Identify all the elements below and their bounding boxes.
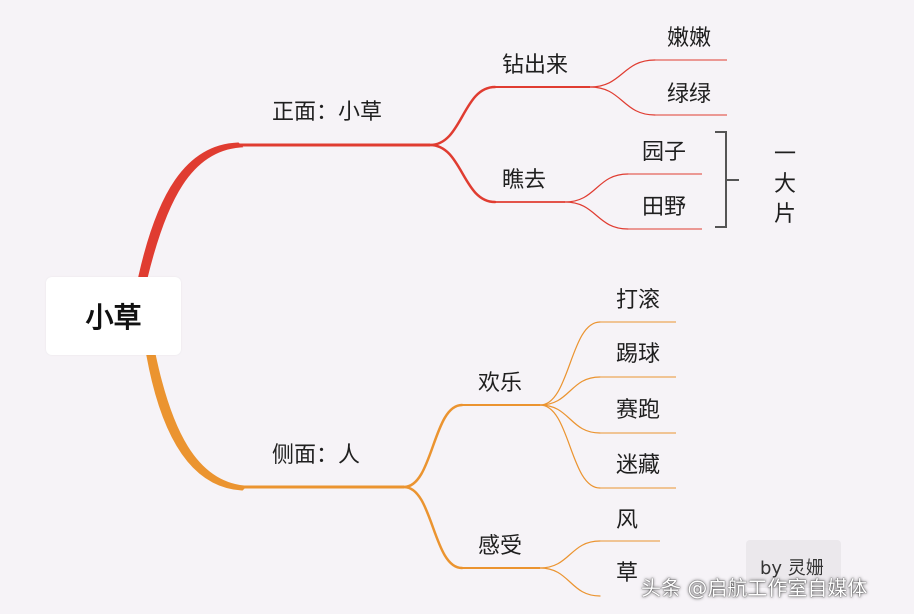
summary-bracket-tick bbox=[727, 179, 739, 181]
edge-root-positive bbox=[138, 142, 244, 280]
leaf-yuanzi[interactable]: 园子 bbox=[642, 140, 687, 165]
edge-zuanchulai-lvlv bbox=[589, 86, 656, 116]
leaf-nennen[interactable]: 嫩嫩 bbox=[667, 26, 712, 51]
leaf-feng[interactable]: 风 bbox=[616, 508, 639, 533]
watermark-text: 头条 @启航工作室自媒体 bbox=[641, 576, 868, 600]
edge-side-ganshou bbox=[402, 485, 464, 570]
root-node-label: 小草 bbox=[85, 301, 142, 334]
node-ganshou[interactable]: 感受 bbox=[478, 534, 523, 559]
leaf-tiqiu[interactable]: 踢球 bbox=[616, 342, 661, 367]
summary-bracket bbox=[715, 131, 727, 228]
edge-side-huanle bbox=[402, 403, 464, 489]
edge-positive-zuanchulai bbox=[428, 85, 497, 147]
edge-root-side bbox=[146, 352, 248, 491]
edge-huanle-saipao bbox=[539, 404, 601, 434]
leaf-dagun[interactable]: 打滚 bbox=[616, 288, 661, 313]
leaf-micang[interactable]: 迷藏 bbox=[616, 453, 661, 478]
edge-huanle-dagun bbox=[539, 321, 601, 406]
edge-ganshou-cao bbox=[539, 567, 601, 597]
credit-box bbox=[746, 540, 841, 588]
node-qiaoqu[interactable]: 瞧去 bbox=[502, 168, 547, 193]
leaf-cao[interactable]: 草 bbox=[616, 561, 639, 586]
root-node[interactable]: 小草 bbox=[46, 277, 181, 355]
edge-zuanchulai-nennen bbox=[589, 59, 656, 88]
branch-side-label[interactable]: 侧面：人 bbox=[272, 443, 361, 468]
edge-qiaoqu-tianye bbox=[564, 201, 629, 230]
edge-positive-qiaoqu bbox=[428, 143, 497, 204]
summary-label[interactable]: 一大片 bbox=[773, 142, 796, 227]
edge-ganshou-feng bbox=[539, 540, 601, 569]
leaf-tianye[interactable]: 田野 bbox=[642, 195, 687, 220]
branch-positive-label[interactable]: 正面：小草 bbox=[272, 100, 383, 125]
edge-huanle-micang bbox=[539, 404, 601, 489]
leaf-lvlv[interactable]: 绿绿 bbox=[667, 82, 712, 107]
node-huanle[interactable]: 欢乐 bbox=[478, 371, 523, 396]
credit-label: by 灵姗 bbox=[760, 558, 824, 579]
node-zuanchulai[interactable]: 钻出来 bbox=[502, 53, 569, 78]
edge-qiaoqu-yuanzi bbox=[564, 173, 629, 203]
leaf-saipao[interactable]: 赛跑 bbox=[616, 398, 661, 423]
edge-huanle-tiqiu bbox=[539, 376, 601, 406]
